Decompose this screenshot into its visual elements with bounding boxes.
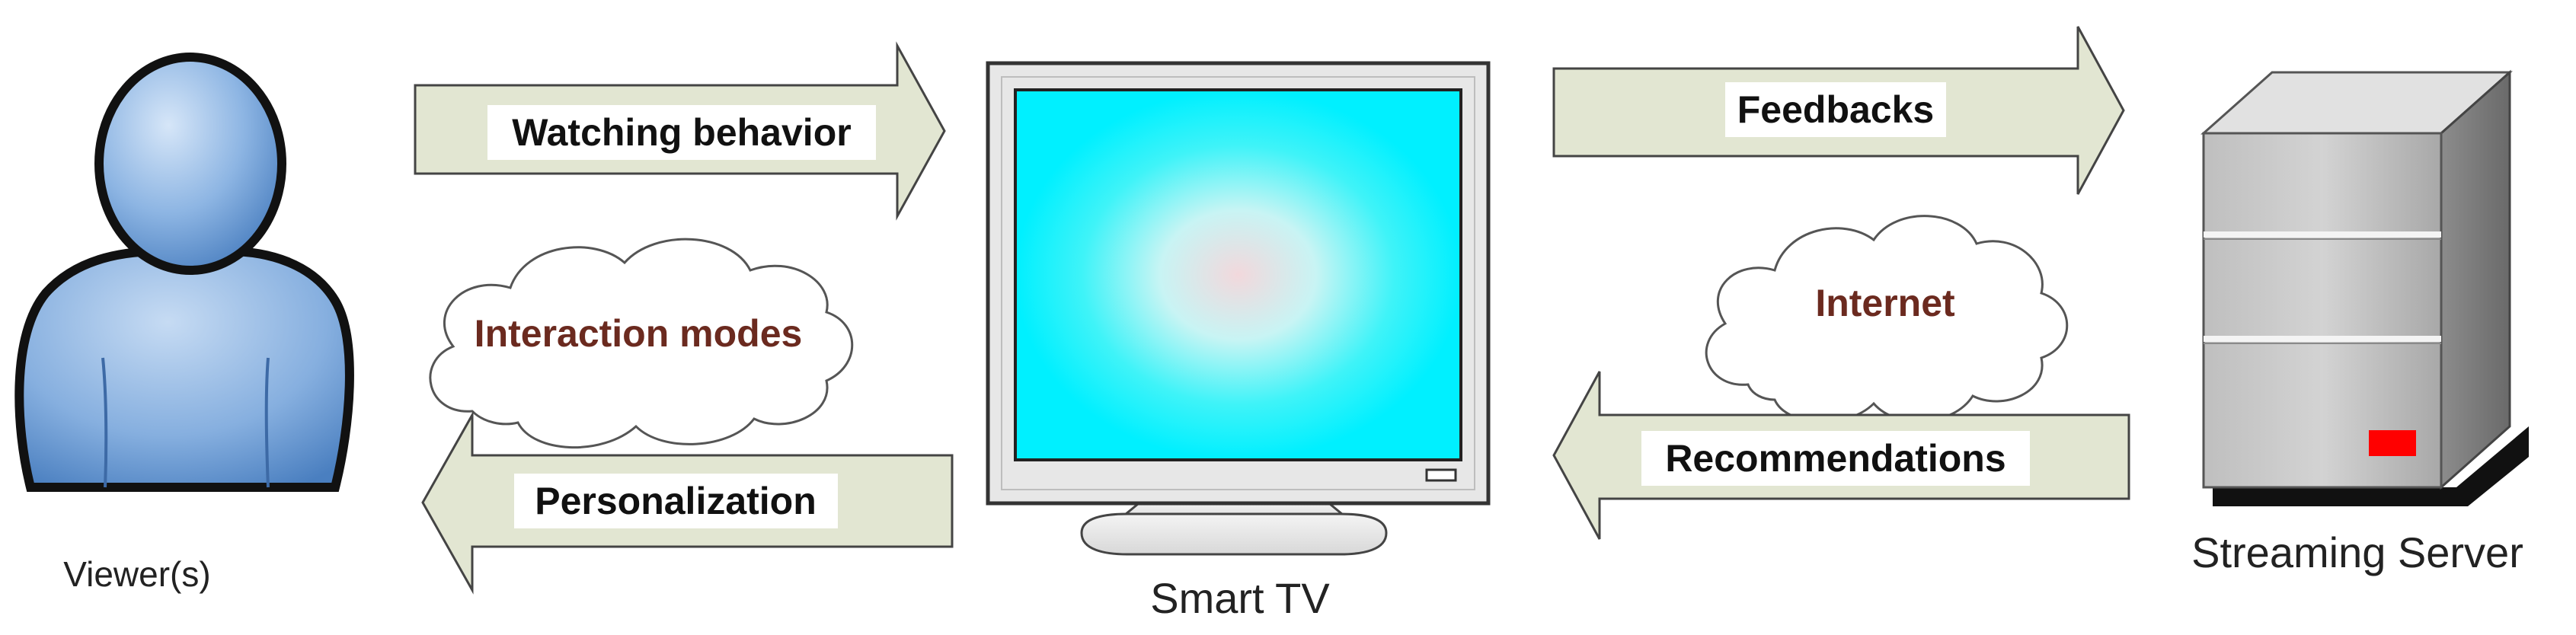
- personalization-arrow: Personalization: [421, 410, 954, 595]
- internet-label: Internet: [1815, 282, 1955, 324]
- smart-tv-monitor-icon: [986, 61, 1491, 556]
- tv-screen: [1014, 88, 1462, 461]
- tv-power-indicator: [1425, 468, 1457, 482]
- recommendations-label: Recommendations: [1665, 437, 2006, 480]
- interaction-modes-label: Interaction modes: [475, 312, 803, 355]
- watching-behavior-arrow: Watching behavior: [414, 41, 946, 221]
- streaming-server-label: Streaming Server: [2191, 528, 2523, 576]
- personalization-label: Personalization: [535, 480, 817, 522]
- feedbacks-arrow: Feedbacks: [1552, 26, 2125, 195]
- viewer-label: Viewer(s): [63, 554, 210, 594]
- server-status-led: [2369, 430, 2416, 456]
- internet-cloud: Internet: [1705, 215, 2069, 423]
- watching-behavior-label: Watching behavior: [512, 111, 851, 154]
- recommendations-arrow: Recommendations: [1552, 371, 2130, 540]
- feedbacks-label: Feedbacks: [1737, 88, 1934, 131]
- viewer-person-icon: [14, 53, 354, 492]
- smart-tv-label: Smart TV: [1150, 574, 1330, 622]
- interaction-modes-cloud: Interaction modes: [429, 238, 854, 448]
- streaming-server-icon: [2200, 69, 2529, 506]
